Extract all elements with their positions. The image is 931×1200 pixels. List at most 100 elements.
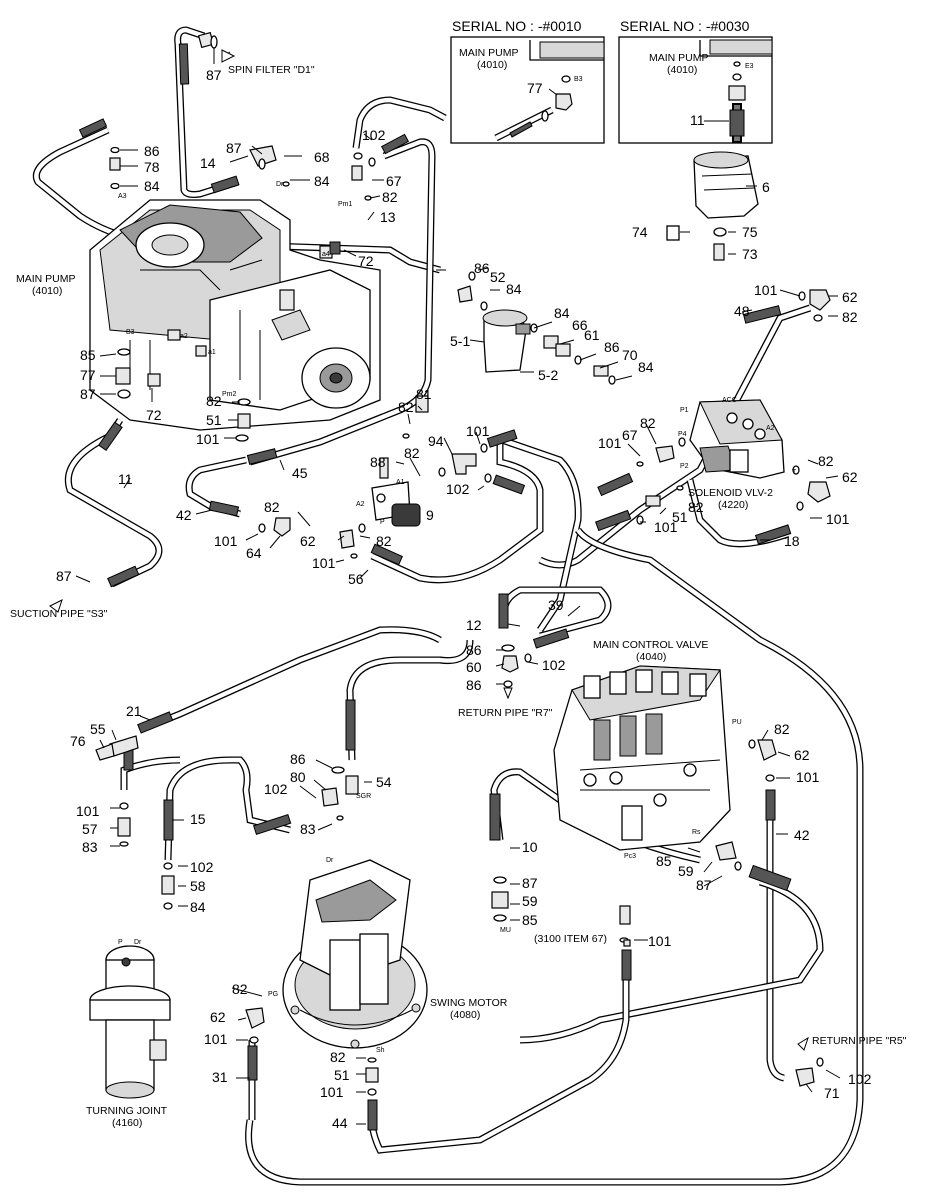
callout-77: 77 <box>527 80 543 96</box>
mcv-label: MAIN CONTROL VALVE <box>593 639 708 651</box>
callout: 84 <box>144 178 160 194</box>
callout: 87 <box>80 386 96 402</box>
solenoid-label: SOLENOID VLV-2 <box>688 487 773 499</box>
callout: 42 <box>794 827 810 843</box>
callout: 101 <box>76 803 100 819</box>
callout: 62 <box>300 533 316 549</box>
callout: 101 <box>598 435 622 451</box>
serial-box-code: (4010) <box>667 64 697 76</box>
callout: 101 <box>466 423 490 439</box>
callout: 75 <box>742 224 758 240</box>
serial-box-0010: SERIAL NO : -#0010 MAIN PUMP (4010) B3 7… <box>450 18 605 144</box>
filter-6 <box>693 151 759 219</box>
callout: 82 <box>688 499 704 515</box>
callout: 84 <box>554 305 570 321</box>
port-label: A2 <box>766 425 775 432</box>
port-labels: A3 Dr Pm1 a4 B3 a2 a1 Pm2 A1 A2 P P1 ACC… <box>118 181 797 1054</box>
callout: 101 <box>196 431 220 447</box>
callout: 82 <box>382 189 398 205</box>
callout: 48 <box>734 303 750 319</box>
port-label: T <box>792 469 797 476</box>
callout: 31 <box>212 1069 228 1085</box>
callout: 101 <box>320 1084 344 1100</box>
spin-filter-label: SPIN FILTER "D1" <box>228 64 315 76</box>
callout: 64 <box>246 545 262 561</box>
callout: 59 <box>678 863 694 879</box>
main-pump-code: (4010) <box>32 285 62 297</box>
callout: 82 <box>398 399 414 415</box>
callout: 84 <box>506 281 522 297</box>
main-pump: MAIN PUMP (4010) <box>16 199 381 431</box>
callout: 72 <box>358 253 374 269</box>
callout: 11 <box>118 471 133 487</box>
port-label: Pm1 <box>338 201 353 208</box>
callout: 102 <box>264 781 288 797</box>
callout: 52 <box>490 269 506 285</box>
port-label: A1 <box>396 479 405 486</box>
callout: 87 <box>696 877 712 893</box>
port-label: PU <box>732 719 742 726</box>
serial-box-component: MAIN PUMP <box>649 52 709 64</box>
port-label: P <box>118 939 123 946</box>
turning-joint-code: (4160) <box>112 1117 142 1129</box>
serial-box-title: SERIAL NO : -#0010 <box>452 18 582 34</box>
callout: 21 <box>126 703 142 719</box>
callout: 66 <box>572 317 588 333</box>
callout: 62 <box>842 469 858 485</box>
callout: 82 <box>640 415 656 431</box>
callout: 12 <box>466 617 482 633</box>
port-label: SGR <box>356 793 371 800</box>
mcv-code: (4040) <box>636 651 666 663</box>
callout: 87 <box>56 568 72 584</box>
callout: 84 <box>190 899 206 915</box>
callout: 51 <box>334 1067 350 1083</box>
callout: 102 <box>848 1071 872 1087</box>
port-label: ACC <box>722 397 737 404</box>
port-label: E3 <box>745 63 754 70</box>
valve-9 <box>371 481 421 527</box>
callout-11: 11 <box>690 112 705 128</box>
port-label: MU <box>500 927 511 934</box>
callout: 85 <box>80 347 96 363</box>
item-67-note: (3100 ITEM 67) <box>534 933 607 945</box>
main-pump-label: MAIN PUMP <box>16 273 76 285</box>
port-label: a1 <box>208 349 216 356</box>
hose-crimps <box>78 43 792 1131</box>
port-label: Pc3 <box>624 853 636 860</box>
port-label: Sh <box>376 1047 385 1054</box>
callout: 9 <box>426 507 434 523</box>
callout: 77 <box>80 367 96 383</box>
callout: 55 <box>90 721 106 737</box>
callout: 45 <box>292 465 308 481</box>
callout: 58 <box>190 878 206 894</box>
callout: 101 <box>648 933 672 949</box>
callout: 86 <box>604 339 620 355</box>
callout: 51 <box>672 509 688 525</box>
callout: 101 <box>312 555 336 571</box>
callout: 42 <box>176 507 192 523</box>
callout: 82 <box>376 533 392 549</box>
callout: 5-1 <box>450 333 470 349</box>
callout: 81 <box>416 386 432 402</box>
callout: 101 <box>214 533 238 549</box>
callout: 76 <box>70 733 86 749</box>
callout: 80 <box>290 769 306 785</box>
callout: 62 <box>210 1009 226 1025</box>
callout: 10 <box>522 839 538 855</box>
callout: 84 <box>638 359 654 375</box>
callout: 5-2 <box>538 367 558 383</box>
serial-box-0030: SERIAL NO : -#0030 MAIN PUMP (4010) E3 1… <box>618 18 773 144</box>
callout: 87 <box>206 67 222 83</box>
solenoid-code: (4220) <box>718 499 748 511</box>
callout: 101 <box>654 519 678 535</box>
callout: 101 <box>826 511 850 527</box>
callout: 101 <box>754 282 778 298</box>
callout: 71 <box>824 1085 840 1101</box>
callout: 82 <box>264 499 280 515</box>
callout: 70 <box>622 347 638 363</box>
port-label: Dr <box>326 857 334 864</box>
callout: 94 <box>428 433 444 449</box>
callout: 84 <box>314 173 330 189</box>
callout: 102 <box>362 127 386 143</box>
